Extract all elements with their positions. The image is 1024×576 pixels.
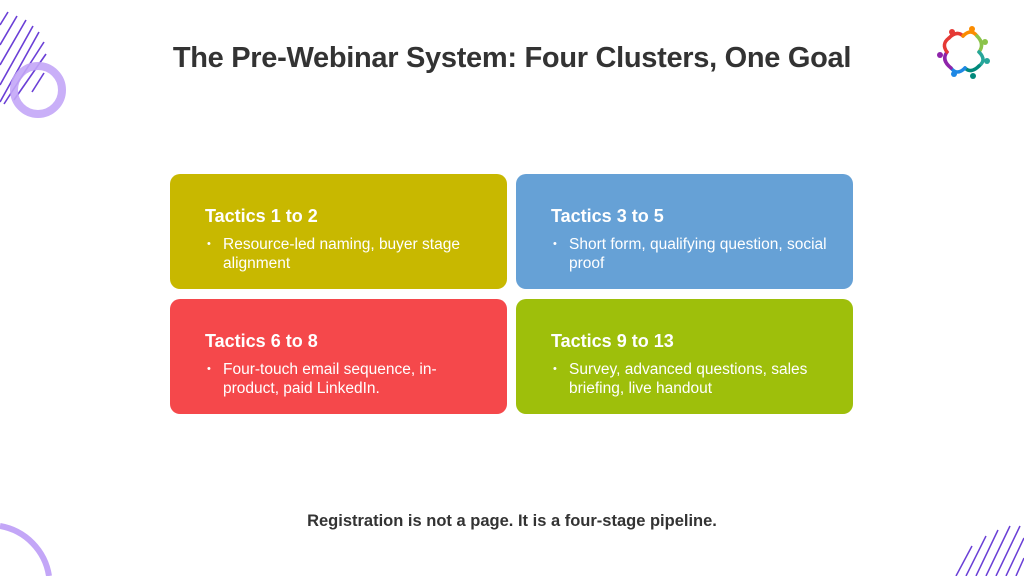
card-heading: Tactics 6 to 8 — [205, 331, 318, 351]
card-bullet: Survey, advanced questions, sales briefi… — [553, 360, 833, 398]
cluster-card-4: Tactics 9 to 13 Survey, advanced questio… — [516, 299, 853, 414]
cluster-card-1: Tactics 1 to 2 Resource-led naming, buye… — [170, 174, 507, 289]
card-bullet: Resource-led naming, buyer stage alignme… — [207, 235, 487, 273]
card-heading: Tactics 3 to 5 — [551, 206, 664, 226]
cluster-card-2: Tactics 3 to 5 Short form, qualifying qu… — [516, 174, 853, 289]
card-bullet: Four-touch email sequence, in-product, p… — [207, 360, 487, 398]
decorative-ring-bottom-left — [0, 523, 52, 576]
slide-title: The Pre-Webinar System: Four Clusters, O… — [172, 42, 852, 74]
cluster-card-3: Tactics 6 to 8 Four-touch email sequence… — [170, 299, 507, 414]
decorative-stripes-ring-top-left — [0, 11, 66, 118]
decorative-stripes-bottom-right — [955, 525, 1024, 576]
logo-people-circle — [937, 26, 990, 79]
card-bullet: Short form, qualifying question, social … — [553, 235, 833, 273]
slide-footer-tagline: Registration is not a page. It is a four… — [307, 512, 717, 530]
card-heading: Tactics 9 to 13 — [551, 331, 674, 351]
card-heading: Tactics 1 to 2 — [205, 206, 318, 226]
